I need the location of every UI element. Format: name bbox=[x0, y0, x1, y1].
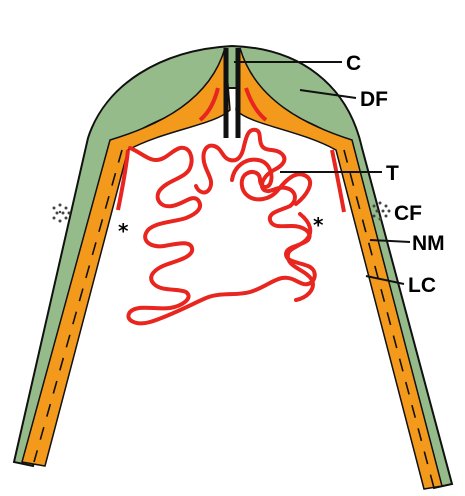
asterisk-right: * bbox=[313, 213, 324, 237]
label-lc: LC bbox=[408, 274, 436, 297]
asterisk-left: * bbox=[118, 219, 129, 243]
label-nm: NM bbox=[412, 232, 445, 255]
label-t: T bbox=[386, 162, 399, 185]
tubule bbox=[128, 130, 314, 324]
label-c: C bbox=[346, 52, 361, 75]
stipple-left bbox=[53, 204, 71, 223]
tubule-loop-upper-right bbox=[232, 160, 310, 204]
label-cf: CF bbox=[394, 202, 422, 225]
label-df: DF bbox=[360, 88, 388, 111]
lamina-right-dashline bbox=[344, 150, 434, 488]
